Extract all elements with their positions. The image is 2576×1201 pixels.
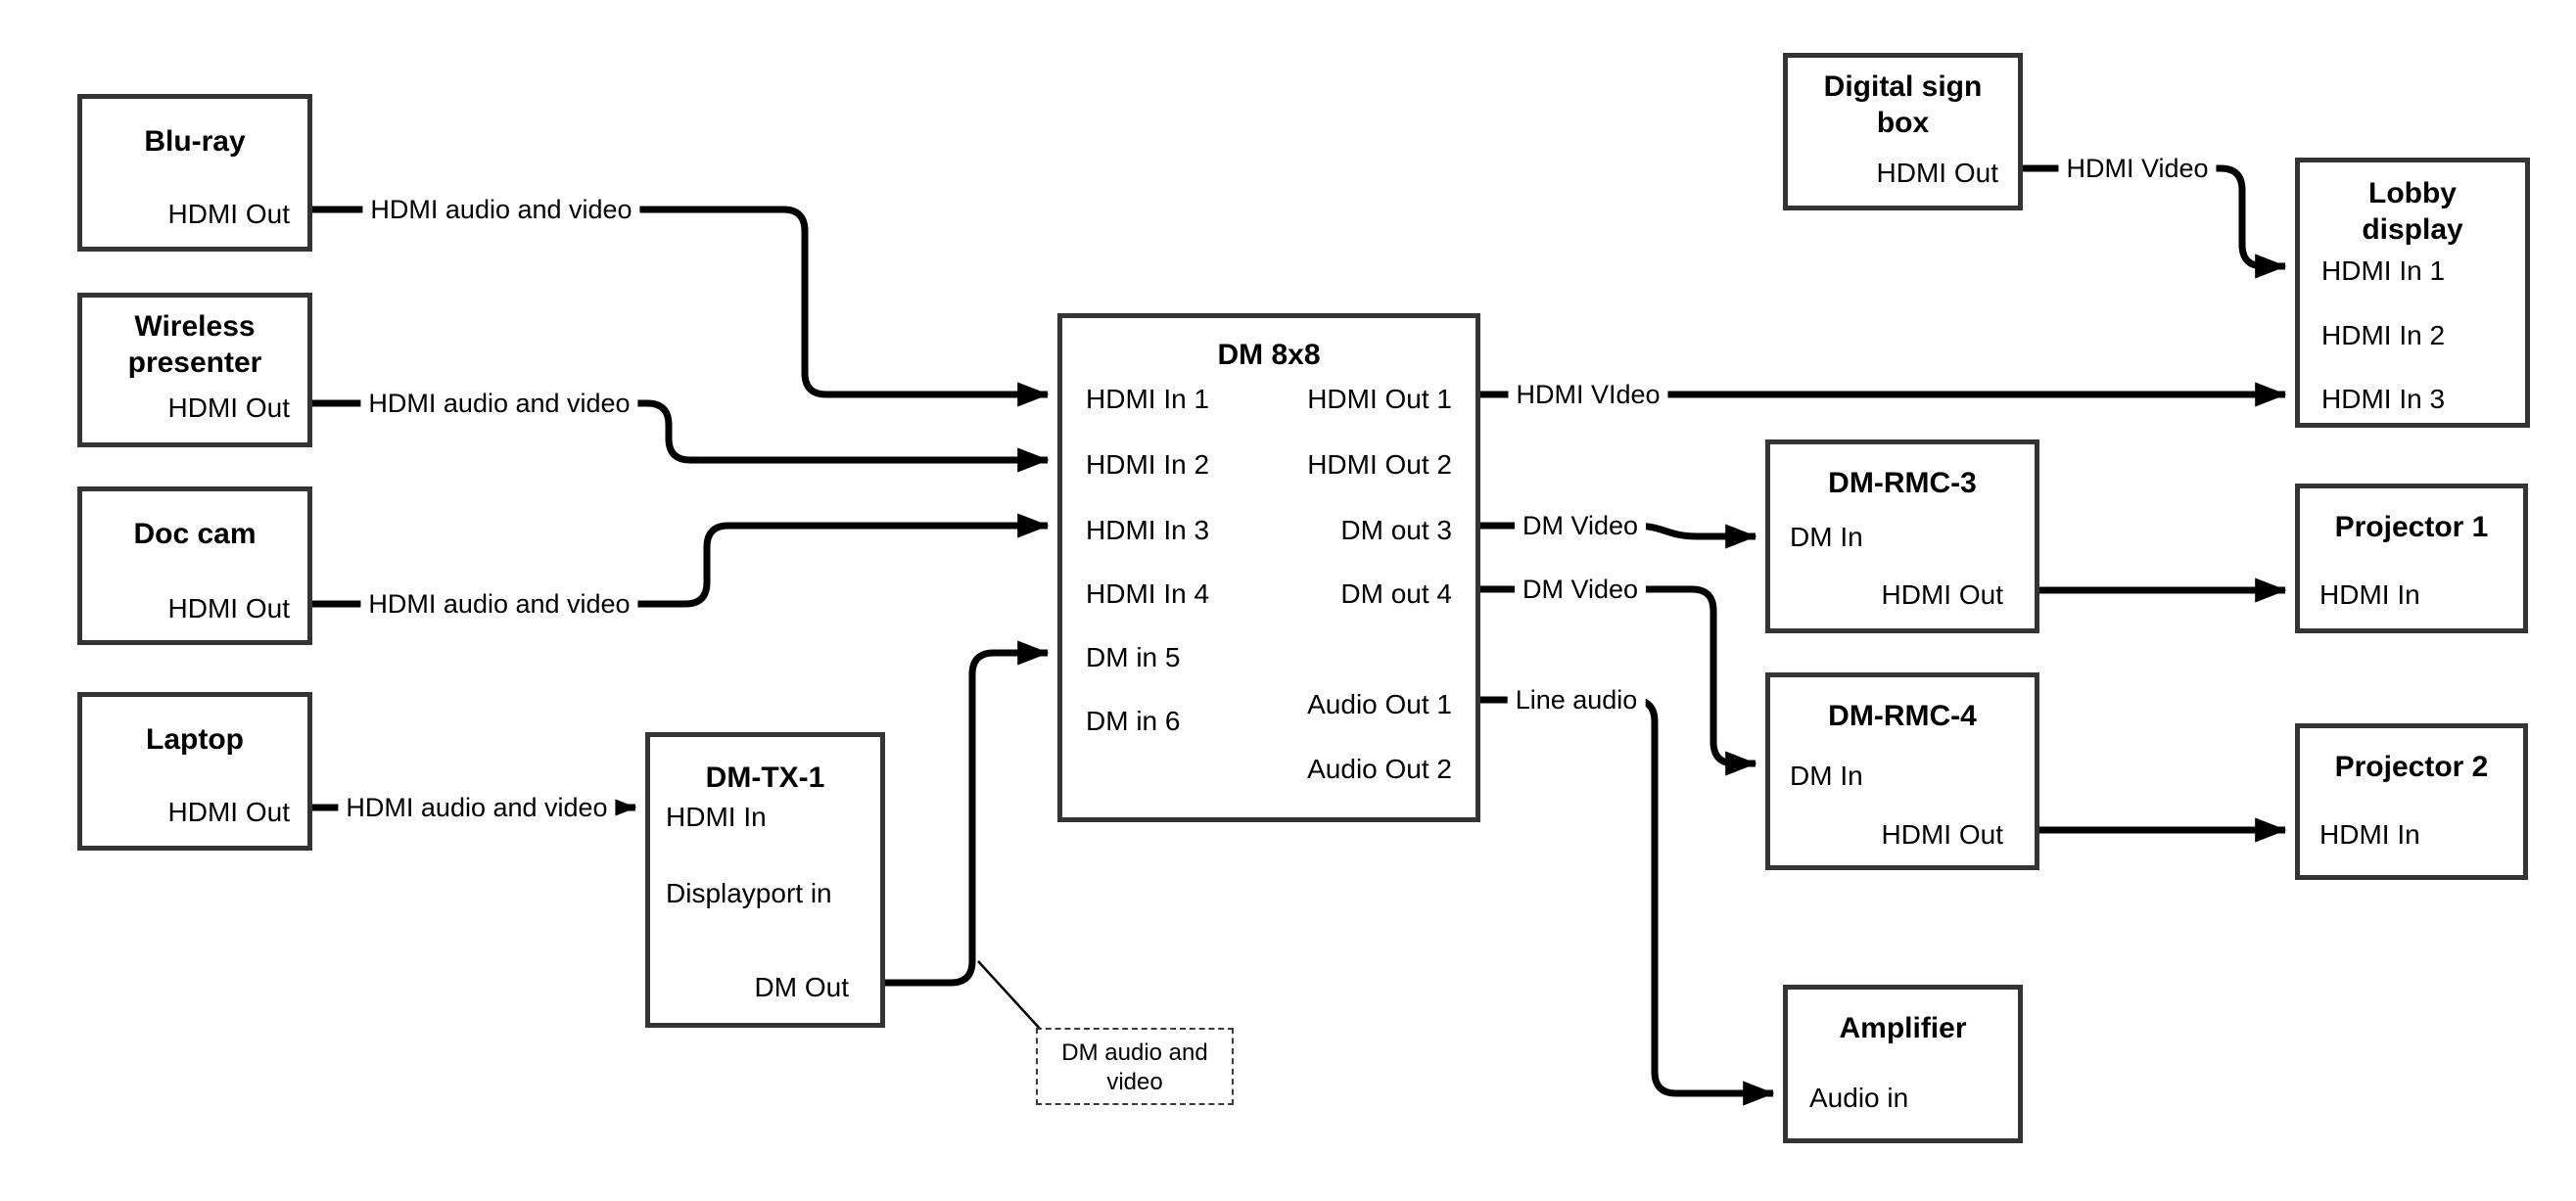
edge-dmtx1-dm8x8-in5: [885, 640, 1050, 987]
port-hdmi-in: HDMI In: [2319, 579, 2420, 610]
port-hdmi-in: HDMI In: [2319, 819, 2420, 850]
port-hdmi-out: HDMI Out: [167, 393, 290, 423]
port-hdmi-in-1: HDMI In 1: [2321, 255, 2446, 286]
port-audio-in: Audio in: [1809, 1083, 1909, 1113]
edge-label-laptop: HDMI audio and video: [338, 792, 616, 823]
edge-label-bluray: HDMI audio and video: [362, 194, 640, 225]
port-hdmi-in-3: HDMI In 3: [1086, 515, 1210, 545]
node-title: Projector 1: [2334, 511, 2489, 543]
node-title: Doc cam: [133, 518, 257, 550]
node-laptop: Laptop HDMI Out: [77, 692, 312, 851]
port-displayport-in: Displayport in: [666, 878, 832, 908]
port-hdmi-in-4: HDMI In 4: [1086, 578, 1210, 609]
edge-doccam-dm8x8-in3: [312, 513, 1050, 608]
node-digital-sign-box: Digital sign box HDMI Out: [1783, 53, 2023, 210]
edge-label-wireless: HDMI audio and video: [360, 388, 638, 419]
edge-label-hdmi-video-sign: HDMI Video: [2058, 153, 2217, 184]
edge-label-line-audio: Line audio: [1507, 684, 1646, 716]
node-dm-rmc-4: DM-RMC-4 DM In HDMI Out: [1765, 672, 2039, 870]
node-title: Blu-ray: [144, 125, 246, 158]
port-dm-out-3: DM out 3: [1340, 515, 1452, 545]
node-amplifier: Amplifier Audio in: [1783, 985, 2023, 1143]
node-title: Digital sign box: [1823, 70, 1983, 139]
port-hdmi-out: HDMI Out: [1881, 579, 2003, 610]
node-bluray: Blu-ray HDMI Out: [77, 94, 312, 252]
node-title: DM 8x8: [1217, 339, 1321, 371]
port-hdmi-in-1: HDMI In 1: [1086, 384, 1210, 414]
node-title: DM-TX-1: [705, 762, 825, 794]
port-dm-in-6: DM in 6: [1086, 706, 1181, 736]
port-hdmi-in: HDMI In: [666, 802, 767, 832]
port-audio-out-2: Audio Out 2: [1307, 754, 1452, 784]
edge-label-doccam: HDMI audio and video: [360, 588, 638, 620]
port-dm-in: DM In: [1790, 761, 1863, 791]
node-wireless-presenter: Wireless presenter HDMI Out: [77, 293, 312, 447]
note-callout-line: [977, 960, 1042, 1031]
node-title: Wireless presenter: [127, 310, 262, 379]
node-lobby-display: Lobby display HDMI In 1 HDMI In 2 HDMI I…: [2295, 158, 2530, 428]
port-dm-out-4: DM out 4: [1340, 578, 1452, 609]
edge-dm8x8-out4-dmrmc4: [1480, 585, 1757, 776]
port-dm-in: DM In: [1790, 522, 1863, 552]
port-hdmi-out: HDMI Out: [1876, 158, 1998, 188]
port-hdmi-out: HDMI Out: [167, 199, 290, 229]
edge-label-dm-video-3: DM Video: [1514, 510, 1647, 541]
port-hdmi-in-2: HDMI In 2: [2321, 320, 2446, 350]
port-hdmi-in-2: HDMI In 2: [1086, 449, 1210, 480]
node-dm-rmc-3: DM-RMC-3 DM In HDMI Out: [1765, 439, 2039, 633]
edge-bluray-dm8x8-in1: [312, 206, 1050, 407]
node-doc-cam: Doc cam HDMI Out: [77, 486, 312, 645]
port-hdmi-in-3: HDMI In 3: [2321, 384, 2446, 414]
edge-label-hdmi-video-out1: HDMI VIdeo: [1508, 379, 1668, 410]
port-hdmi-out-1: HDMI Out 1: [1307, 384, 1452, 414]
node-projector-1: Projector 1 HDMI In: [2295, 484, 2528, 633]
node-title: Amplifier: [1839, 1012, 1967, 1044]
edge-dm8x8-audio1-amplifier: [1480, 696, 1775, 1106]
edge-wireless-dm8x8-in2: [312, 399, 1050, 473]
edge-label-dm-video-4: DM Video: [1514, 574, 1647, 605]
port-dm-out: DM Out: [754, 972, 849, 1002]
port-hdmi-out: HDMI Out: [1881, 819, 2003, 850]
node-title: DM-RMC-4: [1828, 700, 1977, 732]
node-title: DM-RMC-3: [1828, 467, 1977, 499]
port-hdmi-out: HDMI Out: [167, 797, 290, 827]
node-title: Projector 2: [2334, 751, 2489, 783]
note-dm-audio-video: DM audio and video: [1036, 1028, 1234, 1105]
node-projector-2: Projector 2 HDMI In: [2295, 723, 2528, 880]
node-dm-8x8: DM 8x8 HDMI In 1 HDMI In 2 HDMI In 3 HDM…: [1057, 313, 1480, 822]
port-hdmi-out-2: HDMI Out 2: [1307, 449, 1452, 480]
port-audio-out-1: Audio Out 1: [1307, 689, 1452, 719]
port-hdmi-out: HDMI Out: [167, 593, 290, 624]
node-title: Laptop: [146, 723, 244, 756]
edge-digitalsign-lobby-in1: [2023, 164, 2287, 279]
port-dm-in-5: DM in 5: [1086, 642, 1181, 672]
node-title: Lobby display: [2362, 177, 2463, 246]
node-dm-tx-1: DM-TX-1 HDMI In Displayport in DM Out: [645, 732, 885, 1028]
